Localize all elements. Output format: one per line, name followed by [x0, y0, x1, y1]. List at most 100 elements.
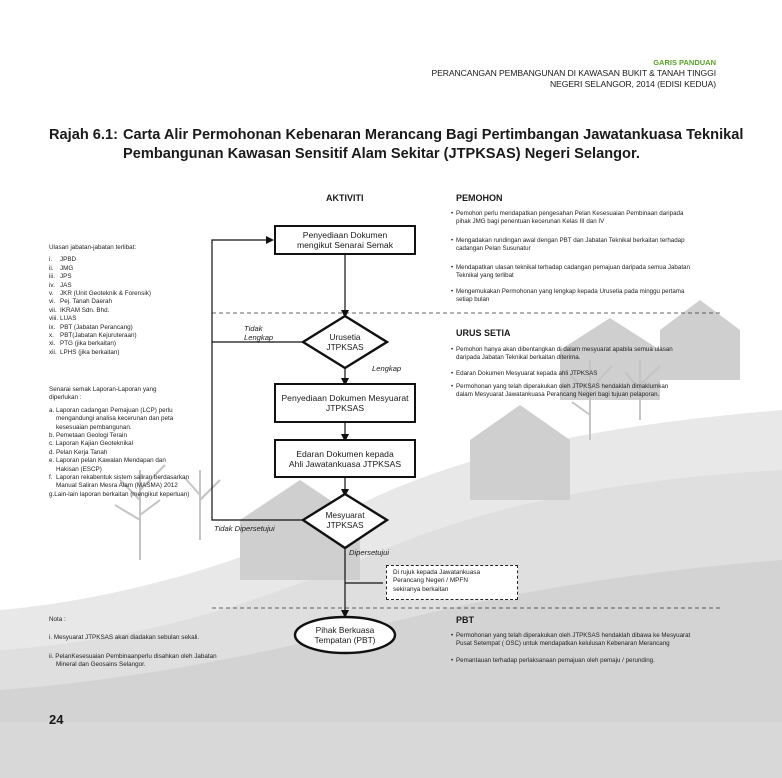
- agency-item: i.JPBD: [49, 256, 209, 264]
- agency-number: xii.: [49, 348, 57, 356]
- flow-step-prepare-documents: Penyediaan Dokumen mengikut Senarai Sema…: [274, 225, 416, 255]
- header-tag: GARIS PANDUAN: [653, 58, 716, 67]
- house-icon: [240, 300, 740, 580]
- agency-number: v.: [49, 290, 54, 298]
- note-line: Mengadakan rundingan awal dengan PBT dan…: [456, 237, 685, 244]
- note-line: dalam Mesyuarat Jawatankuasa Perancang N…: [456, 391, 660, 399]
- bullet-icon: •: [451, 264, 454, 271]
- flow-text: JTPKSAS: [326, 342, 364, 352]
- header-line-1: PERANCANGAN PEMBANGUNAN DI KAWASAN BUKIT…: [431, 68, 716, 78]
- column-pbt: PBT: [456, 615, 474, 625]
- bullet-icon: •: [451, 632, 454, 639]
- checklist-item: e. Laporan pelan Kawalan Mendapan dan: [49, 457, 166, 465]
- agency-name: PBT (Jabatan Perancang): [60, 323, 133, 331]
- flow-text: Edaran Dokumen kepada: [296, 448, 394, 459]
- nota-item: Mineral dan Geosains Selangor.: [56, 661, 146, 669]
- label-tidak-lengkap: Tidak Lengkap: [244, 324, 273, 342]
- decision-diamond: [300, 492, 390, 550]
- note-line: Pemohon hanya akan dibentangkan di dalam…: [456, 346, 673, 353]
- note-line: cadangan Pelan Susunatur: [456, 245, 531, 253]
- flow-text: Pihak Berkuasa: [315, 625, 375, 635]
- note-line: Permohonan yang telah diperakukan oleh J…: [456, 383, 669, 390]
- agency-number: ix.: [49, 323, 56, 331]
- bullet-icon: •: [451, 288, 454, 295]
- bullet-icon: •: [451, 657, 454, 664]
- nota-title: Nota :: [49, 616, 66, 623]
- checklist-item: b. Pemetaan Geologi Terain: [49, 432, 127, 440]
- figure-title-line-2: Pembangunan Kawasan Sensitif Alam Sekita…: [123, 146, 640, 162]
- agency-item: x.PBT(Jabatan Kejuruteraan): [49, 332, 209, 340]
- flow-label-text: Tidak: [244, 324, 263, 333]
- nota-panel: Nota : i. Mesyuarat JTPKSAS akan diadaka…: [49, 616, 229, 670]
- nota-item: ii. PelanKesesuaian Pembinaanperlu disah…: [49, 652, 217, 660]
- bullet-icon: •: [451, 383, 454, 390]
- agency-item: iii.JPS: [49, 273, 209, 281]
- agency-number: xi.: [49, 340, 56, 348]
- note-bullet: •Permohonan yang telah diperakukan oleh …: [451, 383, 722, 400]
- referral-text: sekiranya berkaitan: [393, 585, 449, 593]
- agency-name: Pej. Tanah Daerah: [60, 298, 113, 306]
- checklist-item: c. Laporan Kajian Geoteknikal: [49, 440, 134, 448]
- flow-text: JTPKSAS: [326, 520, 364, 530]
- bullet-icon: •: [451, 346, 454, 353]
- flow-label-text: Lengkap: [244, 333, 274, 342]
- agency-name: JPS: [60, 273, 72, 281]
- note-line: Edaran Dokumen Mesyuarat kepada ahli JTP…: [456, 370, 598, 377]
- referral-note-box: Di rujuk kepada Jawatankuasa Perancang N…: [386, 565, 518, 600]
- header-line-2: NEGERI SELANGOR, 2014 (EDISI KEDUA): [549, 79, 716, 89]
- note-bullet: •Permohonan yang telah diperakukan oleh …: [451, 632, 722, 649]
- note-bullet: •Mengadakan rundingan awal dengan PBT da…: [451, 237, 722, 254]
- note-bullet: •Pemohon hanya akan dibentangkan di dala…: [451, 346, 722, 363]
- referral-text: Di rujuk kepada Jawatankuasa: [393, 569, 481, 576]
- checklist-item: mengandungi analisa kecerunan dan peta: [49, 415, 174, 423]
- flow-step-meeting-documents: Penyediaan Dokumen Mesyuarat JTPKSAS: [274, 383, 416, 423]
- decision-diamond: [300, 314, 390, 370]
- agency-name: LUAS: [60, 315, 77, 323]
- column-pemohon: PEMOHON: [456, 193, 503, 203]
- note-line: setiap bulan: [456, 296, 490, 304]
- page-number: 24: [49, 712, 64, 727]
- note-line: Mengemukakan Permohonan yang lengkap kep…: [456, 288, 685, 295]
- checklist-item: a. Laporan cadangan Pemajuan (LCP) perlu: [49, 406, 173, 414]
- flow-text: Urusetia: [329, 332, 361, 342]
- agency-number: viii.: [49, 315, 59, 323]
- agency-name: JPBD: [60, 256, 77, 264]
- checklist-item: d. Pelan Kerja Tanah: [49, 448, 108, 456]
- note-bullet: •Edaran Dokumen Mesyuarat kepada ahli JT…: [451, 370, 722, 378]
- agency-item: v. JKR (Unit Geoteknik & Forensik): [49, 290, 209, 298]
- agency-item: ix. PBT (Jabatan Perancang): [49, 324, 209, 332]
- agency-number: vii.: [49, 306, 57, 314]
- flow-decision-urusetia: Urusetia JTPKSAS: [318, 332, 372, 352]
- agency-name: PTG (jika berkaitan): [60, 340, 116, 348]
- agencies-title: Ulasan jabatan-jabatan terlibat:: [49, 244, 137, 251]
- agency-number: iv.: [49, 281, 55, 289]
- agency-name: JKR (Unit Geoteknik & Forensik): [60, 290, 151, 298]
- flow-step-distribute-documents: Edaran Dokumen kepada Ahli Jawatankuasa …: [274, 439, 416, 478]
- agency-name: PBT(Jabatan Kejuruteraan): [60, 332, 137, 340]
- agency-number: vi.: [49, 298, 56, 306]
- note-line: pihak JMG bagi penentuan kecerunan Kelas…: [456, 218, 605, 226]
- note-line: daripada Jabatan Teknikal berkaitan dite…: [456, 354, 581, 362]
- checklist-item: kesesuaian pembangunan.: [49, 423, 132, 431]
- flow-text: Tempatan (PBT): [314, 635, 376, 645]
- nota-item: i. Mesyuarat JTPKSAS akan diadakan sebul…: [49, 634, 200, 642]
- bullet-icon: •: [451, 370, 454, 377]
- checklist-item: Hakisan (ESCP): [49, 465, 102, 473]
- note-line: Teknikal yang terlibat: [456, 272, 514, 280]
- agency-item: xi. PTG (jika berkaitan): [49, 340, 209, 348]
- checklist-item: f. Laporan rekabentuk sistem saliran ber…: [49, 474, 190, 482]
- note-line: Pusat Setempat ( OSC) untuk mendapatkan …: [456, 640, 670, 648]
- bullet-icon: •: [451, 210, 454, 217]
- note-line: Permohonan yang telah diperakukan oleh J…: [456, 632, 691, 639]
- flow-decision-mesyuarat: Mesyuarat JTPKSAS: [315, 510, 375, 530]
- note-bullet: •Mengemukakan Permohonan yang lengkap ke…: [451, 288, 722, 305]
- agency-name: LPHS (jika berkaitan): [60, 348, 120, 356]
- agency-item: vii.IKRAM Sdn. Bhd.: [49, 307, 209, 315]
- agency-item: vi. Pej. Tanah Daerah: [49, 298, 209, 306]
- checklist-item: Manual Saliran Mesra Alam (MASMA) 2012: [49, 482, 178, 490]
- note-bullet: •Pemantauan terhadap perlaksanaan pemaju…: [451, 657, 722, 665]
- figure-title: Rajah 6.1:Carta Alir Permohonan Kebenara…: [49, 126, 743, 164]
- figure-label: Rajah 6.1:: [49, 127, 118, 143]
- flow-text: Penyediaan Dokumen: [302, 230, 388, 240]
- checklist-item: g.Lain-lain laporan berkaitan (mengikut …: [49, 490, 190, 498]
